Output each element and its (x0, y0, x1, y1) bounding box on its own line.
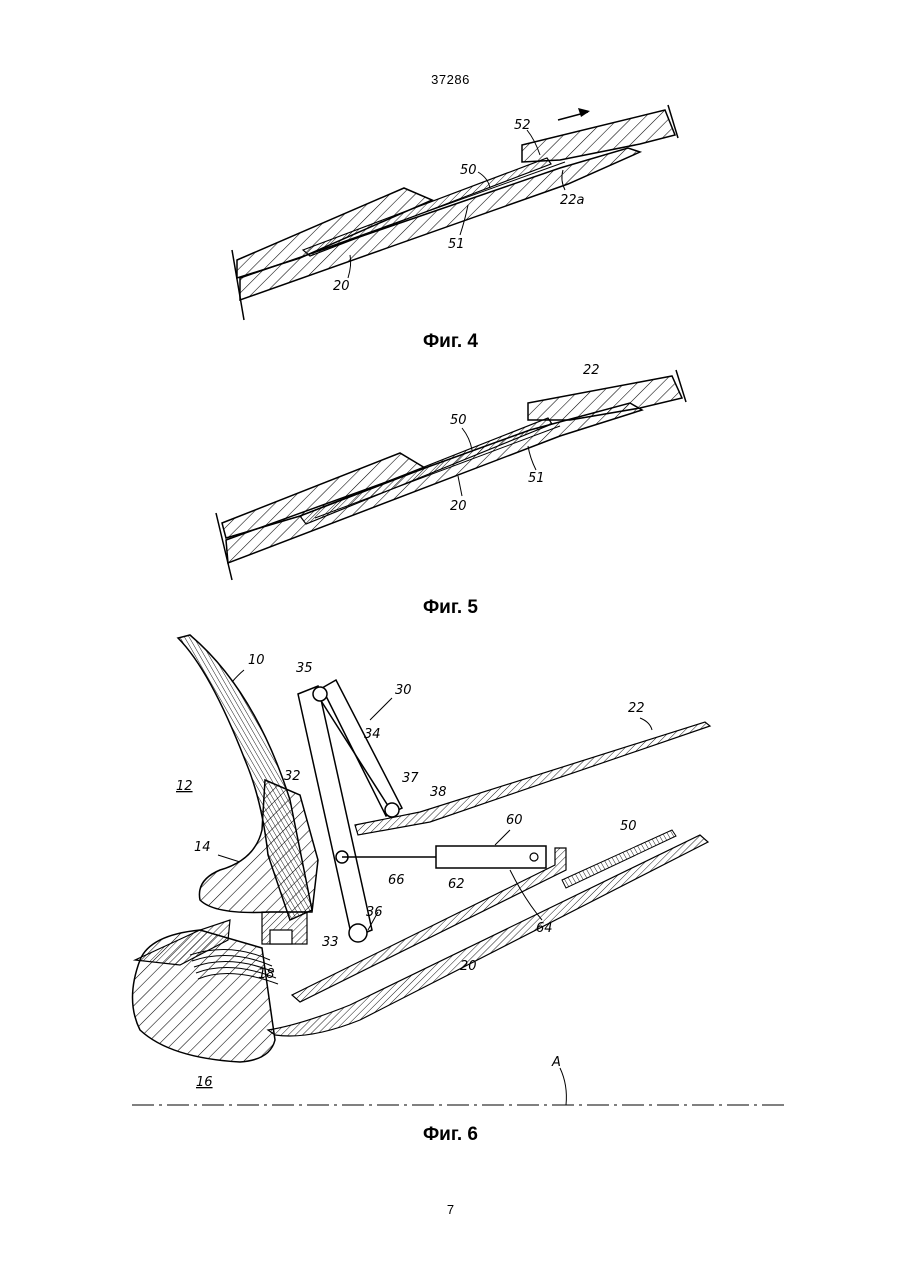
label-51: 51 (528, 471, 545, 486)
label-20: 20 (460, 959, 477, 974)
label-20: 20 (450, 499, 467, 514)
cowl-22 (528, 376, 682, 420)
label-50: 50 (450, 413, 467, 428)
label-51: 51 (448, 237, 465, 252)
label-22: 22 (628, 701, 645, 716)
figure-4-drawing: 52 50 22a 51 20 (0, 100, 901, 325)
label-36: 36 (366, 905, 383, 920)
label-64: 64 (536, 921, 553, 936)
label-52: 52 (514, 118, 531, 133)
leader-51 (528, 446, 536, 470)
label-32: 32 (284, 769, 301, 784)
inner-wall-20 (240, 148, 640, 300)
label-50: 50 (620, 819, 637, 834)
actuator-end (530, 853, 538, 861)
arrow-head (578, 108, 590, 117)
figure-5-caption: Фиг. 5 (0, 597, 901, 619)
label-50: 50 (460, 163, 477, 178)
leader-20 (458, 476, 462, 496)
sliding-plate-50 (300, 418, 552, 524)
leader-10 (232, 670, 244, 682)
label-30: 30 (395, 683, 412, 698)
leader-A (560, 1068, 566, 1105)
label-22: 22 (583, 363, 600, 378)
label-34: 34 (364, 727, 381, 742)
pivot-33 (349, 924, 367, 942)
inner-wall-20 (226, 403, 642, 563)
label-66: 66 (388, 873, 405, 888)
label-A: A (551, 1055, 561, 1070)
label-35: 35 (296, 661, 313, 676)
leader-22 (640, 718, 652, 730)
leader-14 (218, 855, 240, 862)
leader-60 (495, 830, 510, 845)
label-20: 20 (333, 279, 350, 294)
seal-line-51 (320, 162, 565, 250)
bolt-head (270, 930, 292, 944)
figure-6-drawing: 10 35 30 22 34 12 32 37 38 60 14 50 66 6… (0, 630, 901, 1120)
label-16: 16 (196, 1075, 213, 1090)
pivot-35 (313, 687, 327, 701)
figure-6-caption: Фиг. 6 (0, 1124, 901, 1146)
label-37: 37 (402, 771, 419, 786)
label-38: 38 (430, 785, 447, 800)
document-number: 37286 (0, 72, 901, 87)
label-62: 62 (448, 877, 465, 892)
label-22a: 22a (560, 193, 585, 208)
leader-30 (370, 698, 392, 720)
label-18: 18 (258, 967, 275, 982)
figure-4-caption: Фиг. 4 (0, 331, 901, 353)
pivot-37 (385, 803, 399, 817)
label-60: 60 (506, 813, 523, 828)
page-number: 7 (0, 1202, 901, 1217)
label-12: 12 (176, 779, 193, 794)
label-33: 33 (322, 935, 339, 950)
movable-cowl-52 (522, 110, 675, 162)
sliding-plate-50 (303, 158, 551, 256)
label-14: 14 (194, 840, 211, 855)
label-10: 10 (248, 653, 265, 668)
figure-5-drawing: 22 50 51 20 (0, 358, 901, 583)
leader-50 (462, 428, 472, 450)
